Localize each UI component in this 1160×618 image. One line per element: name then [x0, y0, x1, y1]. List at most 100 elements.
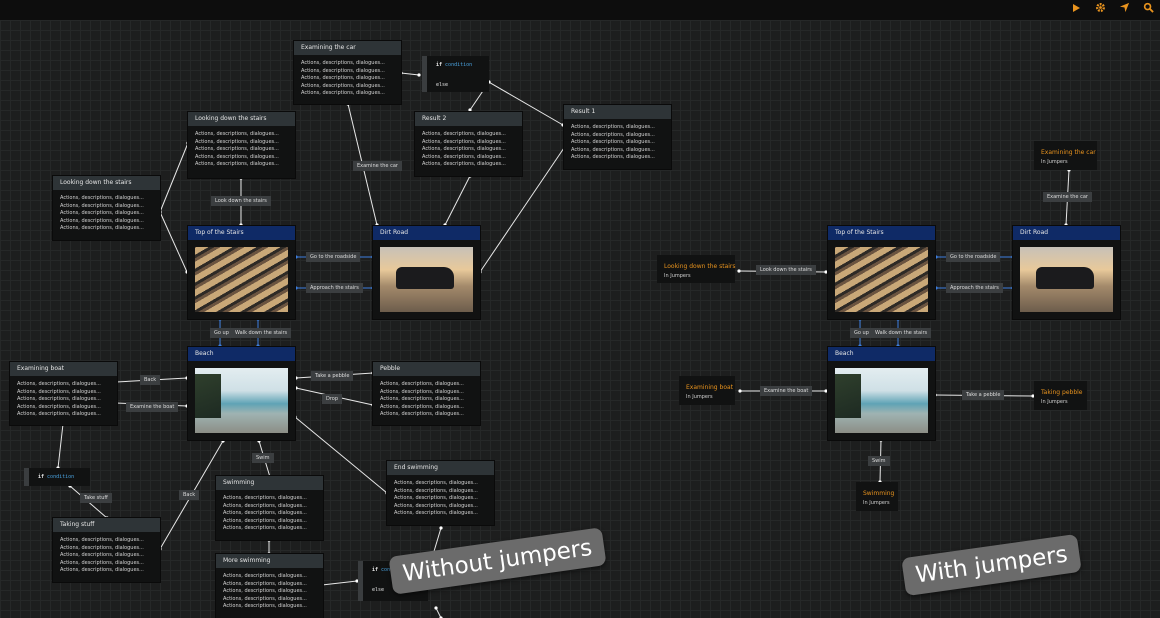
- node-line: Actions, descriptions, dialogues...: [60, 537, 144, 543]
- node-title: Beach: [188, 347, 295, 361]
- jumper-title: Examining boat: [686, 384, 734, 391]
- condition-node[interactable]: if condition else: [422, 56, 489, 92]
- node-title: Result 2: [415, 112, 522, 126]
- node-dirt-road[interactable]: Dirt Road: [1013, 226, 1120, 319]
- node-top-of-stairs[interactable]: Top of the Stairs: [188, 226, 295, 319]
- send-icon[interactable]: [1116, 2, 1132, 18]
- node-examining-car[interactable]: Examining the car Actions, descriptions,…: [294, 41, 401, 104]
- choice-label[interactable]: Back: [179, 490, 200, 500]
- search-icon[interactable]: [1140, 2, 1156, 18]
- node-title: Swimming: [216, 476, 323, 490]
- node-title: Looking down the stairs: [53, 176, 160, 190]
- node-content: Actions, descriptions, dialogues... Acti…: [373, 376, 480, 424]
- node-line: Actions, descriptions, dialogues...: [380, 381, 464, 387]
- node-line: Actions, descriptions, dialogues...: [394, 480, 478, 486]
- jumper-taking-pebble[interactable]: Taking pebble In Jumpers: [1034, 381, 1087, 410]
- node-line: Actions, descriptions, dialogues...: [195, 146, 279, 153]
- node-swimming[interactable]: Swimming Actions, descriptions, dialogue…: [216, 476, 323, 540]
- choice-label[interactable]: Back: [140, 375, 161, 385]
- choice-label[interactable]: Walk down the stairs: [871, 328, 932, 338]
- choice-label[interactable]: Approach the stairs: [306, 283, 363, 293]
- node-result-2[interactable]: Result 2 Actions, descriptions, dialogue…: [415, 112, 522, 176]
- node-content: Actions, descriptions, dialogues... Acti…: [216, 490, 323, 538]
- node-content: Actions, descriptions, dialogues... Acti…: [294, 55, 401, 103]
- node-title: Looking down the stairs: [188, 112, 295, 126]
- node-taking-stuff[interactable]: Taking stuff Actions, descriptions, dial…: [53, 518, 160, 582]
- node-beach[interactable]: Beach: [828, 347, 935, 440]
- condition-node[interactable]: if condition: [24, 468, 90, 486]
- choice-label[interactable]: Go up: [850, 328, 873, 338]
- node-title: Dirt Road: [373, 226, 480, 240]
- choice-label[interactable]: Swim: [868, 456, 890, 466]
- choice-label[interactable]: Approach the stairs: [946, 283, 1003, 293]
- node-line: Actions, descriptions, dialogues...: [380, 411, 464, 418]
- node-title: Taking stuff: [53, 518, 160, 532]
- node-line: Actions, descriptions, dialogues...: [422, 138, 506, 145]
- node-line: Actions, descriptions, dialogues...: [60, 202, 144, 209]
- choice-label[interactable]: Examine the car: [353, 161, 402, 171]
- node-title: More swimming: [216, 554, 323, 568]
- node-beach[interactable]: Beach: [188, 347, 295, 440]
- node-line: Actions, descriptions, dialogues...: [223, 580, 307, 587]
- node-line: Actions, descriptions, dialogues...: [301, 67, 385, 74]
- choice-label[interactable]: Drop: [322, 394, 343, 404]
- choice-label[interactable]: Swim: [252, 453, 274, 463]
- node-line: Actions, descriptions, dialogues...: [195, 138, 279, 145]
- node-line: Actions, descriptions, dialogues...: [422, 161, 506, 168]
- node-line: Actions, descriptions, dialogues...: [380, 403, 464, 410]
- choice-label[interactable]: Take a pebble: [962, 390, 1005, 400]
- node-content: Actions, descriptions, dialogues... Acti…: [53, 190, 160, 238]
- node-more-swimming[interactable]: More swimming Actions, descriptions, dia…: [216, 554, 323, 618]
- choice-label[interactable]: Take stuff: [80, 493, 112, 503]
- node-looking-down-stairs[interactable]: Looking down the stairs Actions, descrip…: [188, 112, 295, 178]
- jumper-looking-down[interactable]: Looking down the stairs In Jumpers: [657, 255, 736, 283]
- node-line: Actions, descriptions, dialogues...: [394, 502, 478, 509]
- choice-label[interactable]: Go to the roadside: [306, 252, 361, 262]
- node-pebble[interactable]: Pebble Actions, descriptions, dialogues.…: [373, 362, 480, 425]
- jumper-subtitle: In Jumpers: [664, 273, 691, 279]
- node-line: Actions, descriptions, dialogues...: [195, 161, 279, 168]
- node-result-1[interactable]: Result 1 Actions, descriptions, dialogue…: [564, 105, 671, 169]
- choice-label[interactable]: Take a pebble: [311, 371, 354, 381]
- choice-label[interactable]: Examine the car: [1043, 192, 1092, 202]
- jumper-title: Swimming: [863, 490, 895, 497]
- jumper-subtitle: In Jumpers: [863, 500, 890, 506]
- node-line: Actions, descriptions, dialogues...: [195, 153, 279, 160]
- condition-bar: [422, 56, 427, 92]
- node-examining-boat[interactable]: Examining boat Actions, descriptions, di…: [10, 362, 117, 425]
- node-dirt-road[interactable]: Dirt Road: [373, 226, 480, 319]
- node-line: Actions, descriptions, dialogues...: [394, 495, 478, 502]
- node-content: Actions, descriptions, dialogues... Acti…: [10, 376, 117, 424]
- node-line: Actions, descriptions, dialogues...: [571, 154, 655, 161]
- node-line: Actions, descriptions, dialogues...: [394, 510, 478, 517]
- node-looking-down-stairs[interactable]: Looking down the stairs Actions, descrip…: [53, 176, 160, 240]
- node-content: Actions, descriptions, dialogues... Acti…: [216, 568, 323, 616]
- choice-label[interactable]: Go to the roadside: [946, 252, 1001, 262]
- node-line: Actions, descriptions, dialogues...: [17, 411, 101, 418]
- choice-label[interactable]: Go up: [210, 328, 233, 338]
- node-line: Actions, descriptions, dialogues...: [60, 195, 144, 201]
- choice-label[interactable]: Look down the stairs: [211, 196, 271, 206]
- top-toolbar: [0, 0, 1160, 20]
- node-content: Actions, descriptions, dialogues... Acti…: [415, 126, 522, 174]
- jumper-swimming[interactable]: Swimming In Jumpers: [856, 482, 898, 511]
- gear-icon[interactable]: [1092, 2, 1108, 18]
- node-end-swimming[interactable]: End swimming Actions, descriptions, dial…: [387, 461, 494, 525]
- condition-line: if condition: [38, 474, 75, 480]
- node-content: Actions, descriptions, dialogues... Acti…: [387, 475, 494, 523]
- node-line: Actions, descriptions, dialogues...: [380, 388, 464, 395]
- choice-label[interactable]: Examine the boat: [760, 386, 813, 396]
- jumper-examining-car[interactable]: Examining the car In Jumpers: [1034, 141, 1097, 170]
- choice-label[interactable]: Look down the stairs: [756, 265, 816, 275]
- jumper-title: Examining the car: [1041, 149, 1096, 156]
- node-top-of-stairs[interactable]: Top of the Stairs: [828, 226, 935, 319]
- play-icon[interactable]: [1068, 2, 1084, 18]
- node-line: Actions, descriptions, dialogues...: [60, 559, 144, 566]
- choice-label[interactable]: Walk down the stairs: [231, 328, 292, 338]
- node-line: Actions, descriptions, dialogues...: [301, 82, 385, 89]
- jumper-examining-boat[interactable]: Examining boat In Jumpers: [679, 376, 735, 405]
- jumper-title: Taking pebble: [1041, 389, 1083, 396]
- car-image: [380, 247, 473, 312]
- choice-label[interactable]: Examine the boat: [126, 402, 179, 412]
